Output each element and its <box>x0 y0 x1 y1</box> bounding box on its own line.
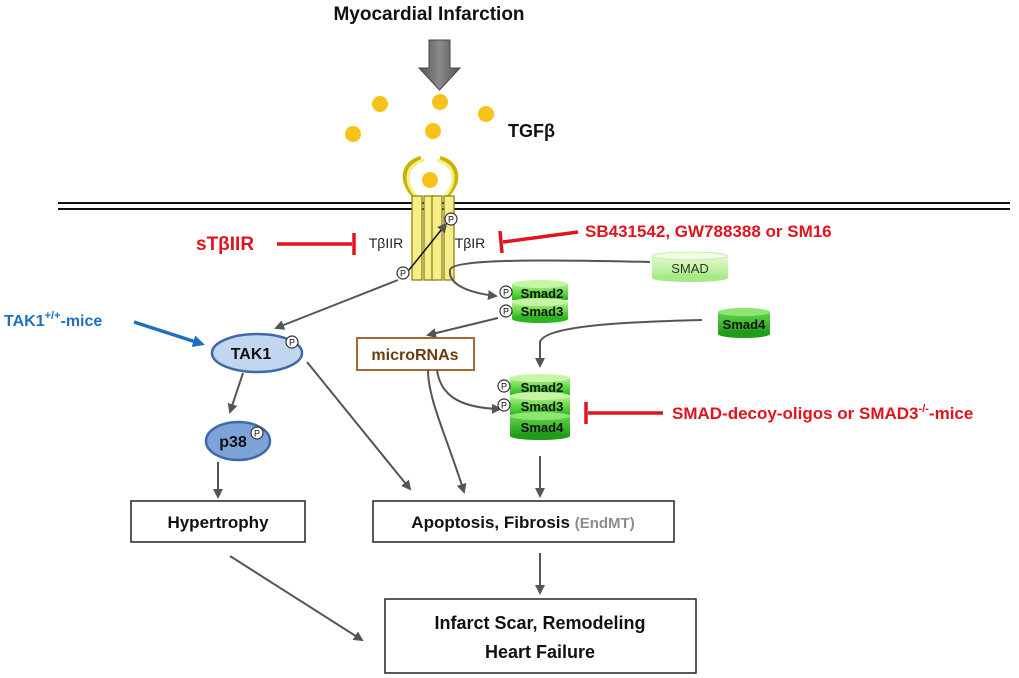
arrow-tak1-to-apoptosis <box>306 361 412 491</box>
svg-text:P: P <box>501 401 507 411</box>
phospho-tak1: P <box>285 335 299 349</box>
arrow-tak1-mice <box>133 320 205 347</box>
svg-text:Hypertrophy: Hypertrophy <box>167 513 269 532</box>
smad-decoy-inhibitor-label: SMAD-decoy-oligos or SMAD3-/--mice <box>672 403 973 423</box>
phospho-receptor-1: P <box>444 212 458 226</box>
svg-text:Smad4: Smad4 <box>723 317 766 332</box>
soluble-receptor-inhibitor-label: sTβIIR <box>196 234 254 255</box>
smad2-smad3-stack: Smad2 Smad3 <box>512 280 568 323</box>
phospho-p38: P <box>250 426 264 440</box>
hypertrophy-box: Hypertrophy <box>130 500 306 543</box>
svg-text:Smad2: Smad2 <box>521 286 564 301</box>
svg-text:P: P <box>501 382 507 392</box>
arrow-micrornas-to-complex <box>436 369 502 414</box>
arrow-micrornas-to-apoptosis <box>427 369 467 494</box>
soluble-receptor-inhibition-bar <box>277 233 356 255</box>
type1-receptor-label: TβIR <box>455 235 486 251</box>
smad-complex-stack: Smad2 Smad3 Smad4 <box>510 374 570 440</box>
svg-text:Smad3: Smad3 <box>521 399 564 414</box>
receptor-complex <box>402 156 459 281</box>
cell-membrane <box>58 202 1010 210</box>
svg-text:P: P <box>289 338 295 348</box>
down-arrow-icon <box>417 39 462 91</box>
phospho-receptor-2: P <box>396 266 410 280</box>
arrow-smad-to-smad23 <box>448 259 651 301</box>
phospho-complex-smad3: P <box>497 398 511 412</box>
svg-text:P: P <box>503 307 509 317</box>
arrow-hypertrophy-to-scar <box>229 555 364 642</box>
smad4-cylinder: Smad4 <box>718 308 770 338</box>
svg-text:Heart Failure: Heart Failure <box>485 642 595 662</box>
svg-text:Smad3: Smad3 <box>521 304 564 319</box>
svg-text:P: P <box>400 269 406 279</box>
phospho-smad3: P <box>499 304 513 318</box>
svg-text:P: P <box>448 215 454 225</box>
arrow-smad23-to-micrornas <box>426 317 499 338</box>
arrow-tak1-to-p38 <box>227 372 244 414</box>
apoptosis-fibrosis-box: Apoptosis, Fibrosis (EndMT) <box>372 500 675 543</box>
svg-text:Infarct Scar, Remodeling: Infarct Scar, Remodeling <box>434 613 645 633</box>
type2-receptor-label: TβIIR <box>369 235 404 251</box>
svg-text:TAK1: TAK1 <box>231 346 272 363</box>
tgfb-label: TGFβ <box>508 121 555 141</box>
arrow-smad4-to-complex <box>535 319 703 368</box>
tak1-node: TAK1 <box>210 332 304 374</box>
diagram-title: Myocardial Infarction <box>333 4 524 25</box>
svg-text:Smad2: Smad2 <box>521 380 564 395</box>
smad-decoy-inhibition-bar <box>584 402 663 424</box>
svg-text:p38: p38 <box>219 434 247 451</box>
svg-text:microRNAs: microRNAs <box>371 347 458 364</box>
svg-text:Smad4: Smad4 <box>521 420 564 435</box>
infarct-scar-box: Infarct Scar, Remodeling Heart Failure <box>384 598 697 674</box>
phospho-smad2: P <box>499 285 513 299</box>
small-molecule-inhibition-bar <box>498 230 579 254</box>
phospho-complex-smad2: P <box>497 379 511 393</box>
small-molecule-inhibitor-label: SB431542, GW788388 or SM16 <box>585 222 832 241</box>
tgfb-ligands <box>345 94 494 142</box>
tak1-mice-label: TAK1+/+-mice <box>4 310 102 330</box>
micrornas-node: microRNAs <box>356 337 475 371</box>
svg-text:P: P <box>254 429 260 439</box>
svg-text:P: P <box>503 288 509 298</box>
arrow-receptor-to-tak1 <box>274 279 399 330</box>
svg-text:Apoptosis, Fibrosis (EndMT): Apoptosis, Fibrosis (EndMT) <box>411 513 634 532</box>
svg-text:SMAD: SMAD <box>671 261 709 276</box>
smad-cylinder: SMAD <box>651 251 729 282</box>
